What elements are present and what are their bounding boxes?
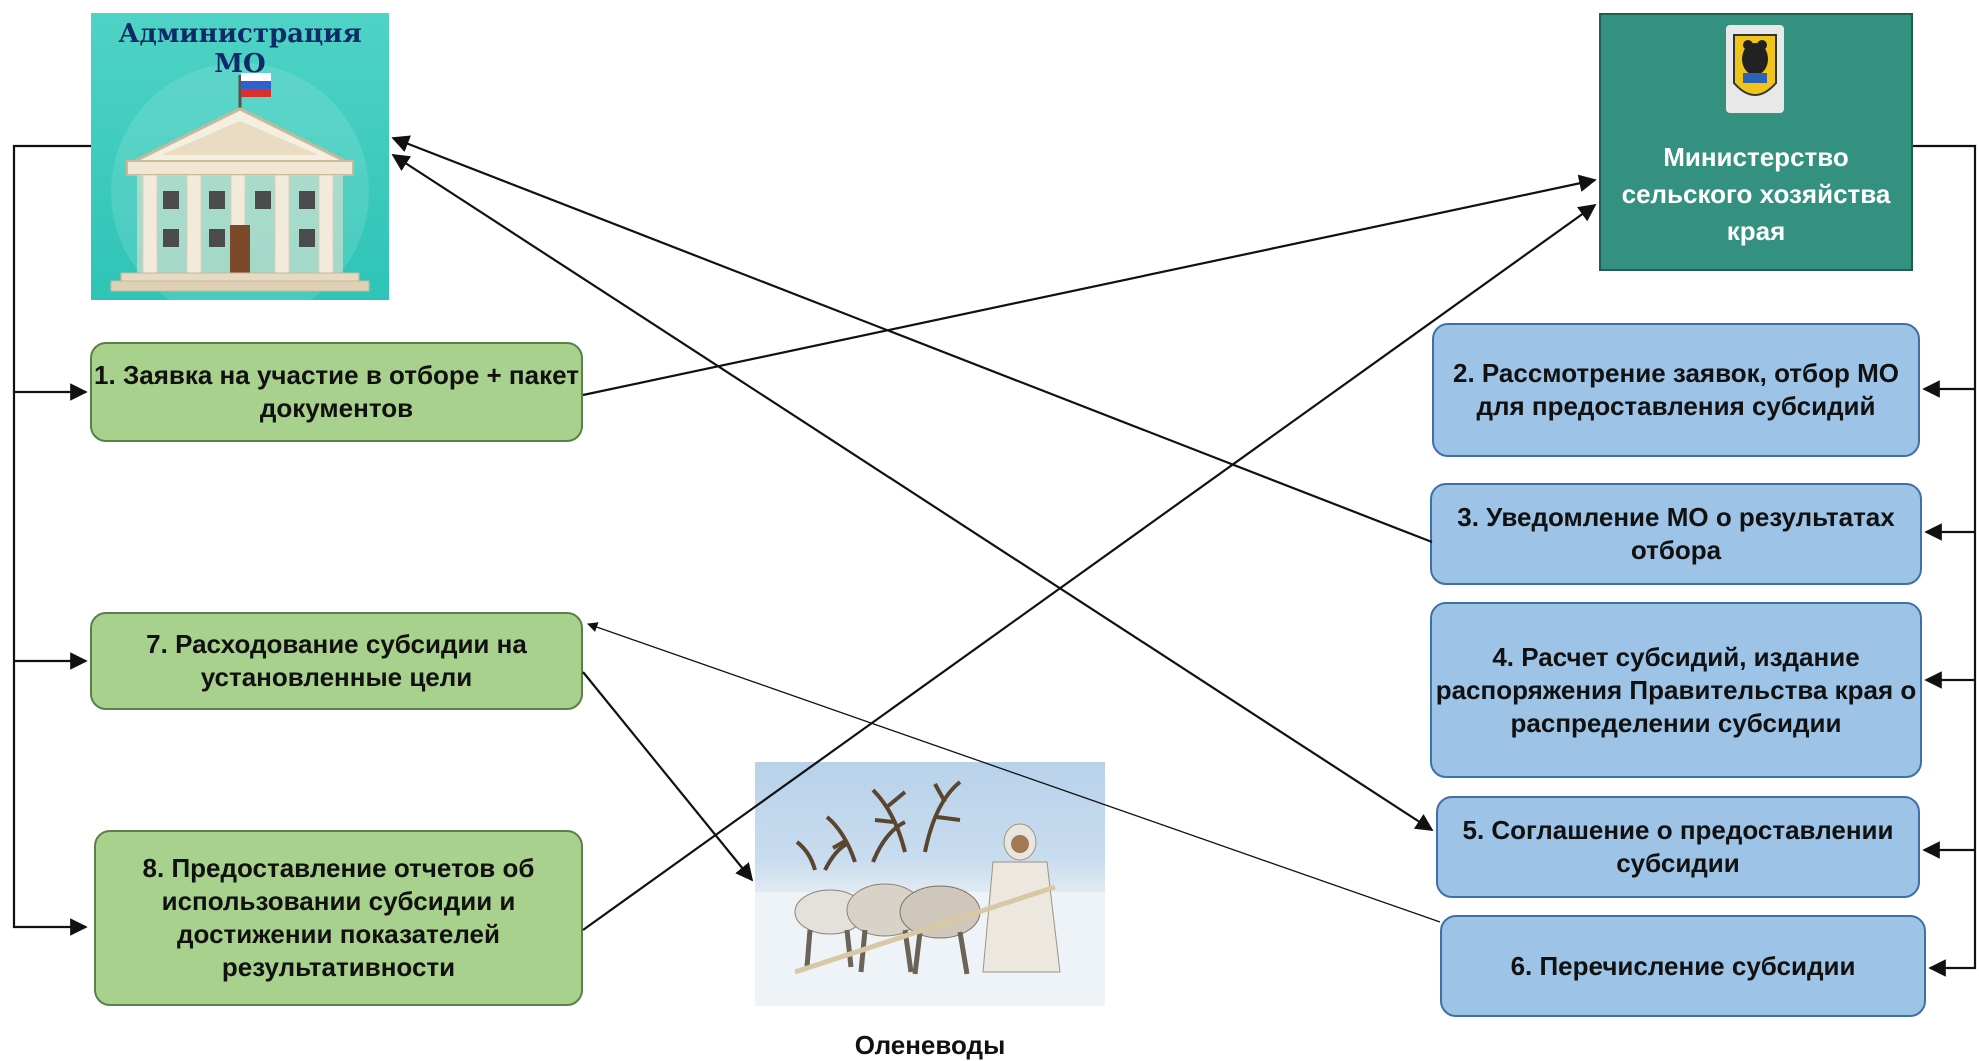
step-1-application: 1. Заявка на участие в отборе + пакет до… <box>90 342 583 442</box>
step-8-label: 8. Предоставление отчетов об использован… <box>142 853 535 982</box>
right-bracket-line <box>1913 144 1977 977</box>
left-bracket-line <box>12 144 91 936</box>
arrow-step3-to-admin <box>391 135 1433 544</box>
step-2-label: 2. Рассмотрение заявок, отбор МО для пре… <box>1453 358 1899 421</box>
reindeer-herders-photo <box>755 762 1105 1006</box>
step-1-label: 1. Заявка на участие в отборе + пакет до… <box>94 360 579 423</box>
step-3-label: 3. Уведомление МО о результатах отбора <box>1457 502 1895 565</box>
step-5-label: 5. Соглашение о предоставлении субсидии <box>1462 815 1894 878</box>
ministry-panel: Министерство сельского хозяйства края <box>1599 13 1913 271</box>
photo-caption: Оленеводы <box>854 1030 1006 1060</box>
step-8-reports: 8. Предоставление отчетов об использован… <box>94 830 583 1006</box>
arrow-admin-step5 <box>391 154 1434 831</box>
step-5-agreement: 5. Соглашение о предоставлении субсидии <box>1436 796 1920 898</box>
administration-panel: Администрация МО <box>91 13 389 300</box>
government-building-icon <box>110 73 370 292</box>
step-3-notification: 3. Уведомление МО о результатах отбора <box>1430 483 1922 585</box>
ministry-label: Министерство сельского хозяйства края <box>1621 142 1891 246</box>
step-4-label: 4. Расчет субсидий, издание распоряжения… <box>1435 641 1917 738</box>
step-4-calculation: 4. Расчет субсидий, издание распоряжения… <box>1430 602 1922 778</box>
regional-emblem-icon <box>1726 25 1784 113</box>
step-6-label: 6. Перечисление субсидии <box>1510 950 1856 981</box>
step-6-transfer: 6. Перечисление субсидии <box>1440 915 1926 1017</box>
step-7-spending: 7. Расходование субсидии на установленны… <box>90 612 583 710</box>
arrow-step7-to-photo <box>582 671 754 882</box>
administration-title: Администрация МО <box>118 19 362 79</box>
step-7-label: 7. Расходование субсидии на установленны… <box>146 629 527 692</box>
step-2-review: 2. Рассмотрение заявок, отбор МО для пре… <box>1432 323 1920 457</box>
